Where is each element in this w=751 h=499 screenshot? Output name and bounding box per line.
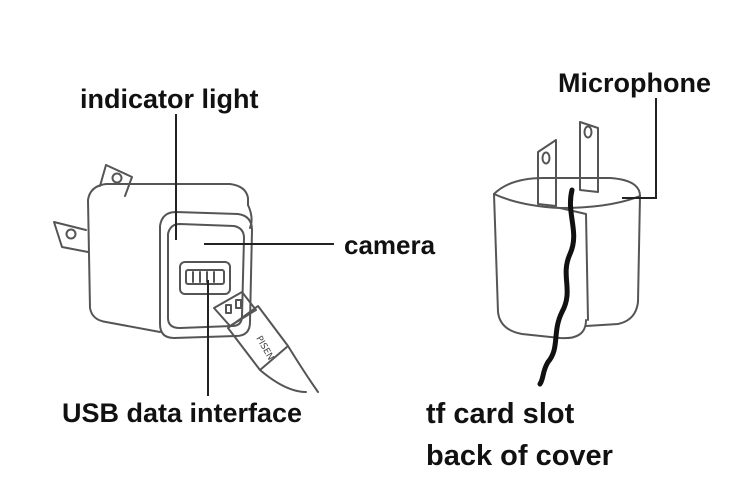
camera-label: camera: [344, 230, 436, 260]
left-charger-prongs: [53, 164, 133, 253]
usb-data-interface-label: USB data interface: [62, 398, 303, 428]
right-charger-body: [493, 177, 641, 340]
indicator-light-label: indicator light: [80, 84, 259, 114]
tf-card-slot-label: tf card slot: [426, 398, 575, 430]
tf-card-slot-pointer: [537, 187, 577, 387]
microphone-label: Microphone: [558, 68, 711, 98]
cable-brand-text: PISEN: [253, 335, 275, 363]
microphone-leader: [622, 98, 657, 199]
usb-port: [179, 261, 231, 295]
right-charger-prongs: [537, 121, 599, 207]
back-of-cover-label: back of cover: [426, 440, 613, 472]
left-charger-body: [87, 183, 253, 339]
leader-lines: [175, 98, 657, 396]
usb-cable-plug: [213, 291, 319, 393]
